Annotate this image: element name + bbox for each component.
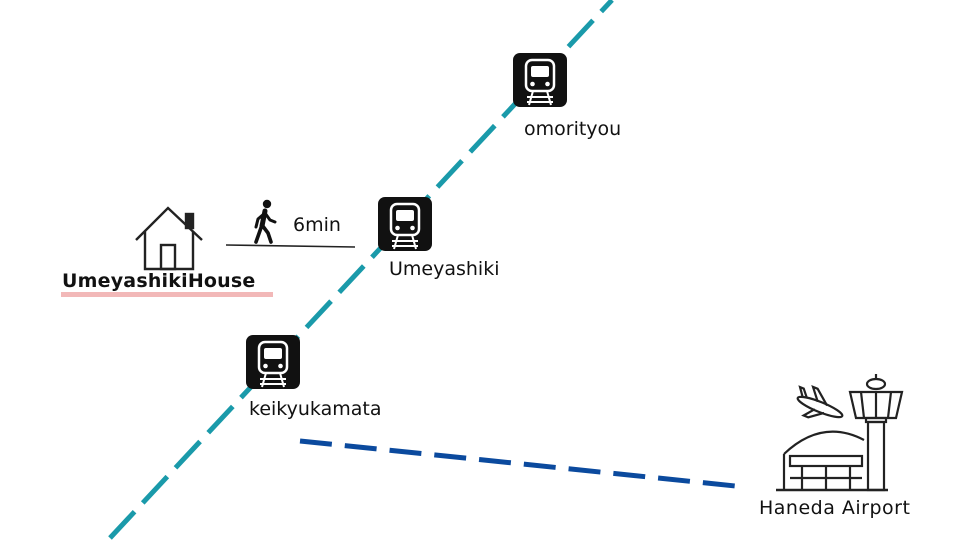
airport-icon[interactable] bbox=[776, 374, 904, 492]
rail-line bbox=[108, 0, 614, 540]
pedestrian-icon bbox=[254, 199, 277, 244]
station-icon-umeyashiki[interactable] bbox=[378, 197, 432, 251]
train-icon bbox=[257, 340, 289, 388]
walk-time-label: 6min bbox=[293, 214, 341, 236]
house-icon[interactable] bbox=[135, 206, 203, 271]
station-label-omorityou: omorityou bbox=[524, 118, 622, 140]
station-icon-omorityou[interactable] bbox=[513, 53, 567, 107]
airport-label: Haneda Airport bbox=[759, 497, 911, 519]
train-icon bbox=[524, 58, 556, 106]
airplane-icon bbox=[796, 385, 844, 419]
station-label-keikyukamata: keikyukamata bbox=[249, 398, 382, 420]
station-label-umeyashiki: Umeyashiki bbox=[389, 258, 500, 280]
station-icon-keikyukamata[interactable] bbox=[246, 335, 300, 389]
house-label: UmeyashikiHouse bbox=[62, 270, 256, 292]
train-icon bbox=[389, 202, 421, 250]
airport-link-line bbox=[299, 438, 746, 490]
house-label-underline bbox=[61, 292, 273, 297]
walk-path-line bbox=[225, 244, 356, 248]
